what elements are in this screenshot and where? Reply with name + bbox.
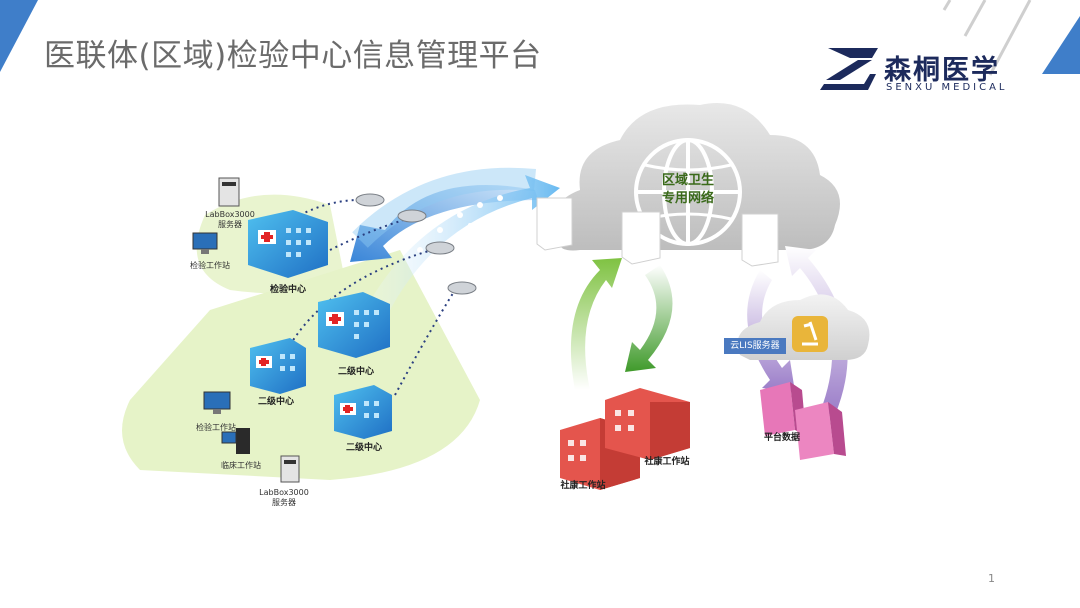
community-workstation-label-1: 社康工作站 [644,457,690,467]
platform-data-buildings [760,382,846,460]
lab-workstation-label-bottom: 检验工作站 [196,423,236,432]
router-icon [355,193,477,295]
secondary-center-label-1: 二级中心 [337,367,374,377]
server-icon [218,177,300,483]
clinical-workstation-label: 临床工作站 [221,461,261,470]
senxu-logo-icon [820,48,878,90]
platform-data-label: 平台数据 [763,433,800,443]
logo-english-name: SENXU MEDICAL [886,82,1008,93]
decor-top-left [0,0,38,72]
server-model-label: LabBox3000 [205,210,255,219]
lab-center-label: 检验中心 [269,285,306,295]
server-label-bottom: LabBox3000 服务器 [254,488,314,508]
hospital-buildings [248,210,392,439]
slide-title: 医联体(区域)检验中心信息管理平台 [44,38,542,74]
community-buildings [560,388,690,490]
network-label-line1: 区域卫生 [661,173,714,188]
network-label-line2: 专用网络 [661,191,714,206]
document-icon [536,197,779,267]
dotted-links [289,199,456,396]
server-model-label: LabBox3000 [259,488,309,497]
cloud-lis-label: 云LIS服务器 [724,338,786,354]
server-label-top: LabBox3000 服务器 [200,210,260,230]
page-number: 1 [988,572,995,585]
decor-top-right [942,0,1080,76]
server-type-label: 服务器 [218,220,242,229]
server-type-label: 服务器 [272,498,296,507]
lab-workstation-label-top: 检验工作站 [190,261,230,270]
secondary-center-label-2: 二级中心 [257,397,294,407]
monitor-icon [192,232,237,444]
platform-sync-arrows [747,246,848,415]
community-workstation-label-2: 社康工作站 [560,481,606,491]
logo-chinese-name: 森桐医学 [884,55,1000,86]
community-sync-arrows [570,258,673,390]
secondary-center-label-3: 二级中心 [345,443,382,453]
regional-network-label: 区域卫生 专用网络 [640,172,736,208]
